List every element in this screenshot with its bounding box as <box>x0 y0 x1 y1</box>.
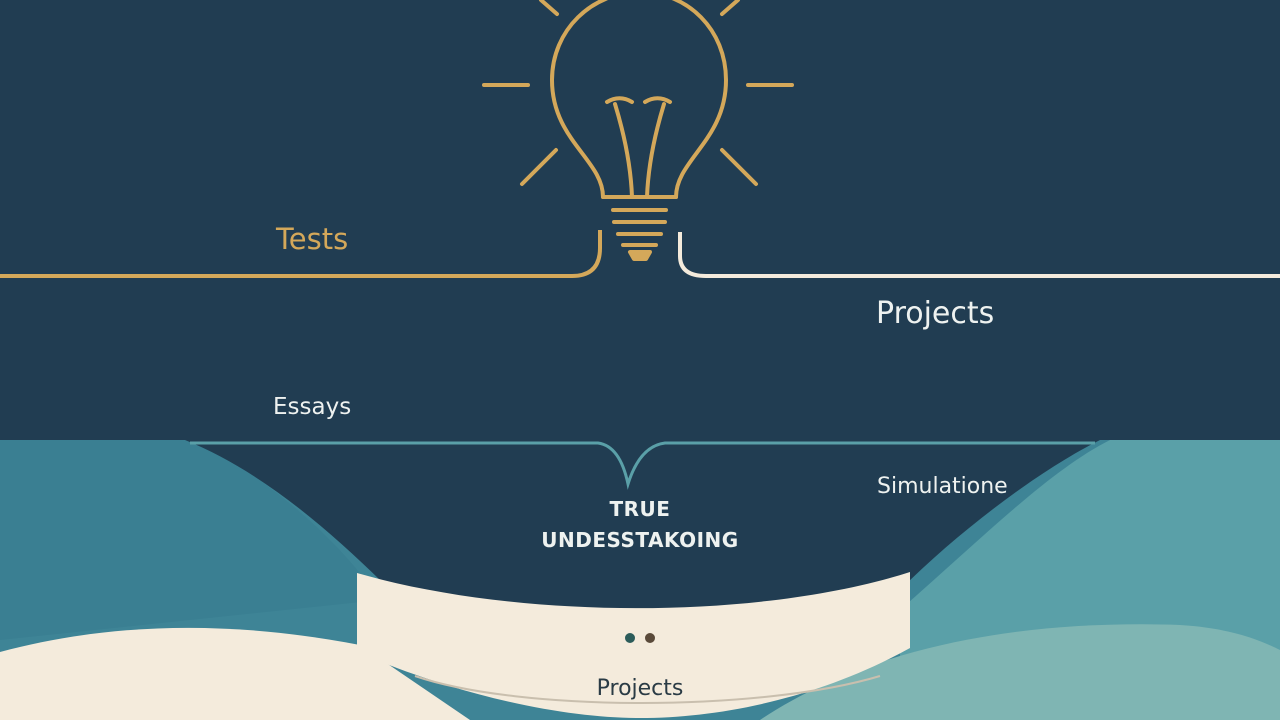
tests-line <box>0 230 602 278</box>
dark-funnel <box>185 440 1100 628</box>
projects-line <box>678 232 1280 278</box>
label-essays: Essays <box>273 394 352 420</box>
funnel-top-line <box>190 441 1095 490</box>
dot-left <box>625 633 635 643</box>
lightbulb-icon <box>482 0 794 261</box>
banner-curve <box>414 675 881 704</box>
cream-hill-left <box>0 627 470 720</box>
center-title-line-2: UNDESSTAKOING <box>541 528 739 552</box>
teal-light-hill <box>760 624 1280 720</box>
label-projects-top: Projects <box>876 296 995 331</box>
label-tests: Tests <box>276 222 349 256</box>
center-title-line-1: TRUE <box>609 497 671 521</box>
teal-left-shade <box>0 440 380 640</box>
cream-banner <box>357 572 910 718</box>
dot-right <box>645 633 655 643</box>
label-simulations: Simulatione <box>877 474 1008 499</box>
label-projects-bottom: Projects <box>596 676 684 701</box>
